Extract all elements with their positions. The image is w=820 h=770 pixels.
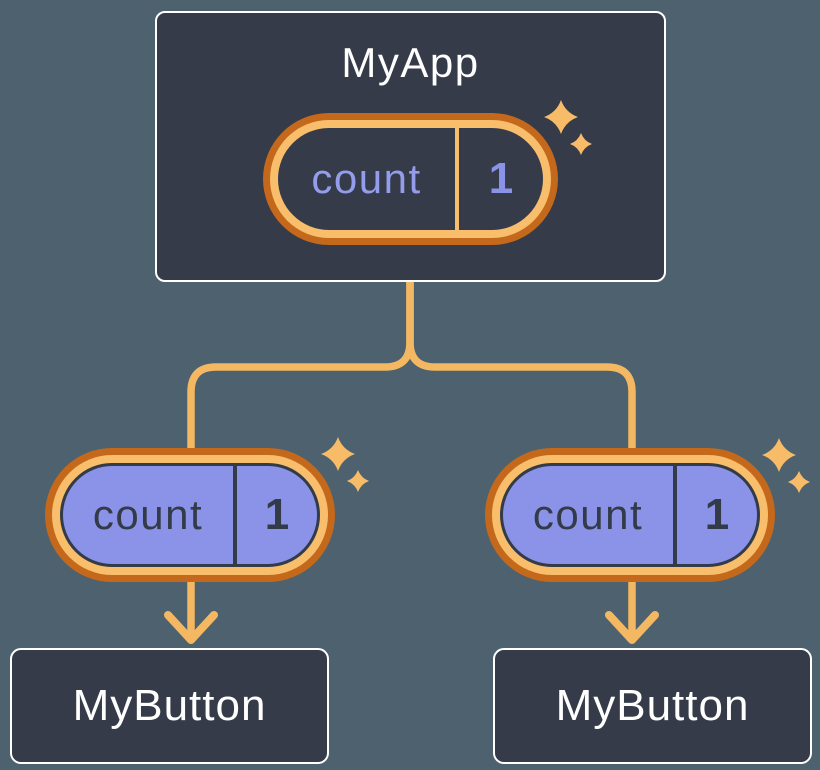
pill-ring: count 1 (270, 120, 551, 238)
node-mybutton-left: MyButton (10, 648, 329, 764)
pill-divider (455, 128, 459, 230)
sparkle-big-star (321, 437, 355, 471)
state-pill-root: count 1 (263, 113, 558, 245)
sparkle-small-star (570, 133, 592, 155)
node-mybutton-right: MyButton (493, 648, 812, 764)
node-mybutton-title: MyButton (72, 681, 267, 730)
arrowhead-left-icon (164, 611, 218, 644)
node-mybutton-title: MyButton (555, 681, 750, 730)
pill-divider (233, 466, 237, 564)
state-value: 1 (264, 490, 290, 539)
state-label: count (92, 491, 204, 538)
arrowhead-right-icon (605, 611, 659, 644)
state-pill-left: count 1 (45, 448, 335, 582)
state-label: count (311, 155, 422, 202)
sparkle-small-star (347, 470, 369, 492)
sparkle-big-star (544, 100, 578, 134)
pill-body: count 1 (278, 128, 543, 230)
sparkle-icon (321, 437, 369, 492)
state-label: count (532, 491, 644, 538)
node-myapp-title: MyApp (341, 39, 480, 86)
sparkle-big-star (762, 438, 796, 472)
sparkle-small-star (788, 471, 810, 493)
pill-body: count 1 (500, 463, 760, 567)
sparkle-icon (544, 100, 592, 155)
state-value: 1 (488, 154, 514, 203)
state-value: 1 (704, 490, 730, 539)
pill-body: count 1 (60, 463, 320, 567)
state-pill-right: count 1 (485, 448, 775, 582)
pill-ring: count 1 (52, 455, 328, 575)
sparkle-icon (762, 438, 810, 493)
pill-divider (673, 466, 677, 564)
branch-right-line (406, 282, 636, 637)
pill-ring: count 1 (492, 455, 768, 575)
